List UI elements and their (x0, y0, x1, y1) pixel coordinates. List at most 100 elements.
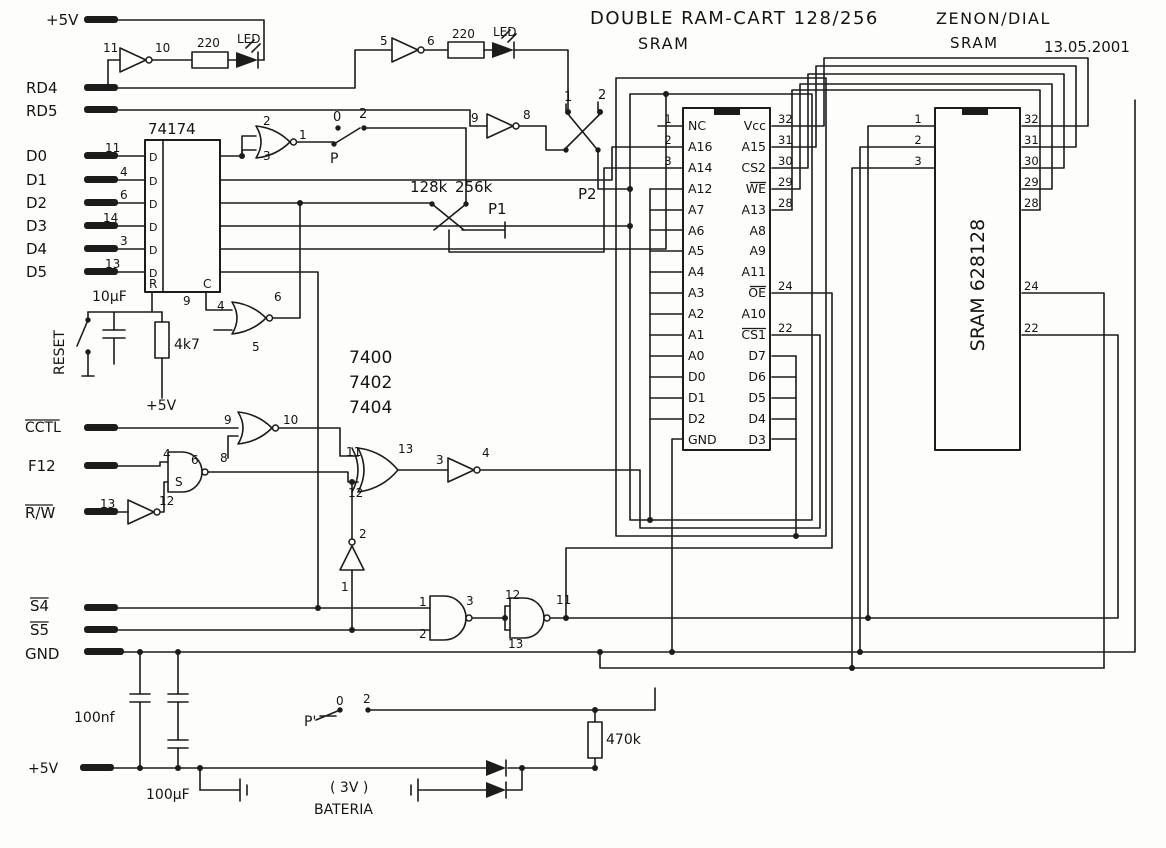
wire-segment (851, 167, 936, 669)
lab-p1: P1 (488, 200, 507, 218)
num-xor-out: 13 (398, 442, 413, 456)
lab-cctl: CCTL (25, 420, 61, 436)
sram1-pin-number-22: 22 (778, 321, 793, 335)
lab-reset: RESET (52, 330, 68, 375)
xor-gate (351, 447, 399, 493)
num-g6-in2: 8 (220, 451, 228, 465)
wire-segment (1021, 292, 1105, 669)
sram1-right-pin-a11: A11 (742, 264, 766, 279)
num-d2: 6 (120, 188, 128, 202)
junction-dot (519, 765, 525, 771)
wire-segment (615, 77, 827, 537)
inverter-gate-rw (127, 499, 161, 525)
wire-segment (363, 127, 467, 205)
cell-d4: D (149, 244, 157, 257)
connector-pin (84, 199, 118, 206)
connector-pin (84, 245, 118, 252)
lab-d1: D1 (26, 171, 47, 189)
wire-segment (597, 151, 631, 190)
lab-rd4: RD4 (26, 79, 58, 97)
num-d4: 3 (120, 234, 128, 248)
lab-d3: D3 (26, 217, 47, 235)
num-g6-out: 10 (283, 413, 298, 427)
sram1-pin-number-2: 2 (664, 133, 671, 147)
capacitor-100uf (167, 739, 189, 749)
num-n2-out: 11 (556, 593, 571, 607)
num-d5: 13 (105, 257, 120, 271)
lab-pprime: P' (304, 714, 316, 730)
num-g5-in2: 5 (252, 340, 260, 354)
num-gatep-out: 1 (299, 128, 307, 142)
connector-pin (84, 16, 118, 23)
junction-dot (592, 765, 598, 771)
junction-dot (857, 649, 863, 655)
ic-74174: 74174 (144, 120, 221, 293)
title-block: DOUBLE RAM-CART 128/256 SRAM ZENON/DIAL … (590, 8, 1130, 56)
num-inv1-in: 11 (103, 41, 118, 55)
lab-led2: LED (493, 25, 517, 39)
resistor-220-1 (191, 51, 229, 69)
sram2-pin-number-2: 2 (914, 133, 921, 147)
diode-2 (486, 781, 507, 799)
sram1-right-pin-a15: A15 (742, 139, 766, 154)
wire-segment (208, 471, 359, 483)
wire-segment (117, 109, 488, 127)
connector-pin (84, 424, 118, 431)
nand-gate-s (167, 451, 209, 493)
junction-dot (197, 765, 203, 771)
lab-p2: P2 (578, 185, 597, 203)
lab-p2-2: 2 (598, 88, 606, 103)
sram1-left-pin-d1: D1 (688, 390, 706, 405)
wire-segment (629, 93, 813, 521)
wire-segment (505, 767, 523, 791)
num-inv1-out: 10 (155, 41, 170, 55)
num-inv3-out: 8 (523, 108, 531, 122)
num-gatep-in2: 3 (263, 149, 271, 163)
num-ff-9: 9 (183, 294, 191, 308)
cell-d5: D (149, 267, 157, 280)
connector-pin (84, 152, 118, 159)
wire-segment (205, 291, 233, 311)
sram1-right-pin-d6: D6 (748, 369, 766, 384)
num-inv4-in: 13 (100, 497, 115, 511)
sram1-left-pin-a6: A6 (688, 223, 705, 238)
num-n2-in2: 13 (508, 637, 523, 651)
lab-rw: R/W (25, 504, 55, 522)
sram1-right-pin-d3: D3 (748, 432, 766, 447)
sram1-right-pin-oe: OE (748, 285, 766, 300)
sram1-left-pin-nc: NC (688, 118, 706, 133)
lab-p1-128k: 128k (410, 178, 448, 196)
num-d3: 14 (103, 211, 118, 225)
wire-segment (599, 651, 1105, 669)
sram2-pin-number-30: 30 (1024, 154, 1039, 168)
sram1-pin-number-3: 3 (664, 154, 671, 168)
lab-swp-0: 0 (333, 110, 341, 125)
sram2-pin-number-3: 3 (914, 154, 921, 168)
wire-segment (771, 83, 1053, 190)
junction-dot (563, 615, 569, 621)
inverter-gate-3 (486, 113, 520, 139)
num-n1-in1: 1 (419, 595, 427, 609)
lab-p1-256k: 256k (455, 178, 493, 196)
nor-gate-mid (231, 301, 274, 335)
lab-d5: D5 (26, 263, 47, 281)
num-gatep-in1: 2 (263, 114, 271, 128)
wire-segment (771, 73, 1065, 169)
sram1-pin-number-30: 30 (778, 154, 793, 168)
val-res-4k7: 4k7 (174, 337, 200, 353)
lab-ff-r: R (149, 277, 157, 291)
junction-dot (647, 517, 653, 523)
battery-3v (239, 778, 419, 802)
lab-g7-s: S (175, 475, 183, 489)
num-inv3-in: 9 (471, 111, 479, 125)
junction-dot (865, 615, 871, 621)
junction-dot (175, 649, 181, 655)
junction-dot (297, 200, 303, 206)
switch-p-prime (315, 707, 371, 721)
capacitor-100nf-1 (129, 693, 151, 703)
wire-segment (771, 89, 1041, 211)
sram1-left-pin-a2: A2 (688, 306, 705, 321)
lab-battery: BATERIA (314, 802, 373, 818)
wire-segment (513, 49, 569, 113)
wire-segment (277, 427, 359, 457)
